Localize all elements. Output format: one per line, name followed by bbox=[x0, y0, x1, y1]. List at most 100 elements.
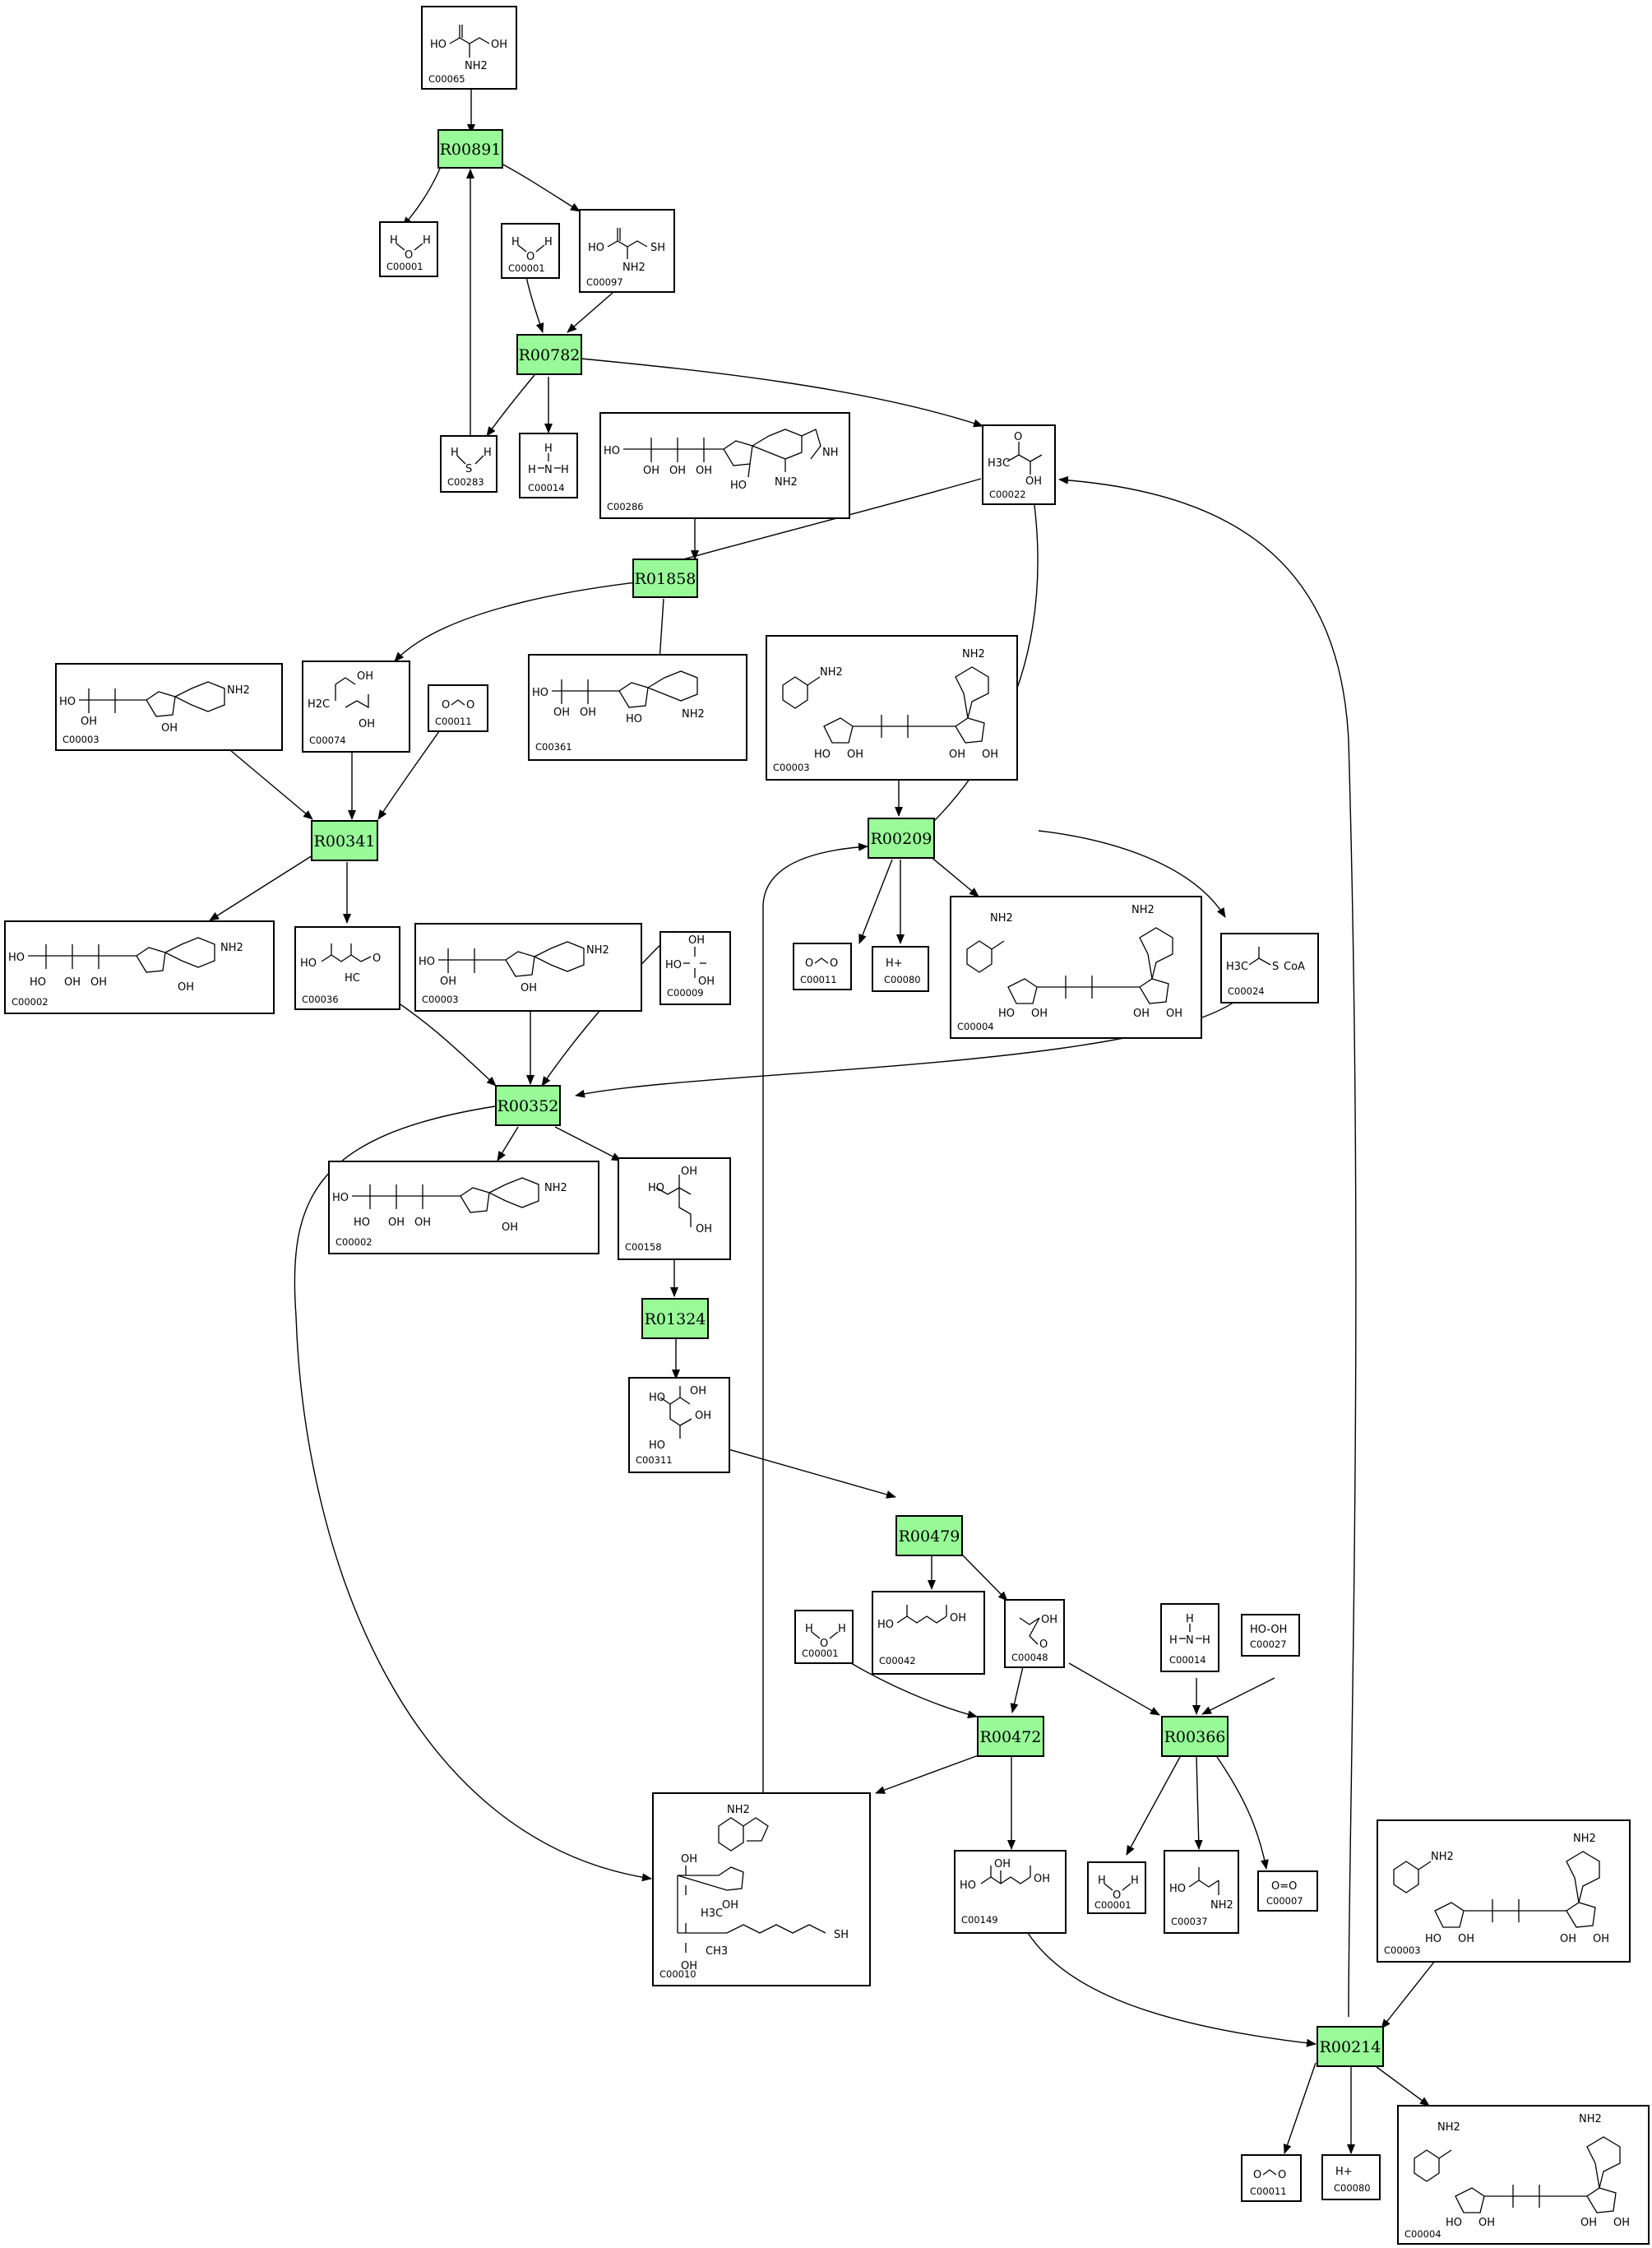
reaction-r00209[interactable]: R00209 bbox=[868, 818, 935, 859]
svg-text:OH: OH bbox=[982, 749, 998, 761]
compound-c00042[interactable]: HO OH C00042 bbox=[872, 1591, 985, 1675]
reaction-r00366[interactable]: R00366 bbox=[1161, 1716, 1229, 1757]
edge bbox=[1058, 475, 1357, 2018]
svg-text:HO: HO bbox=[59, 696, 76, 708]
reaction-r00472[interactable]: R00472 bbox=[977, 1716, 1044, 1757]
compound-c00022[interactable]: H3C OH O C00022 bbox=[982, 424, 1056, 505]
compound-c00011[interactable]: O O C00011 bbox=[1241, 2154, 1302, 2202]
svg-text:H: H bbox=[561, 464, 569, 476]
compound-c00011[interactable]: O O C00011 bbox=[428, 684, 488, 732]
svg-text:C00048: C00048 bbox=[1011, 1652, 1048, 1663]
reaction-r00214[interactable]: R00214 bbox=[1317, 2026, 1384, 2067]
compound-c00286[interactable]: HO OH OH OH HO NH2 NH C00286 bbox=[599, 412, 850, 519]
svg-text:OH: OH bbox=[950, 1612, 966, 1625]
compound-c00311[interactable]: HO OH OH HO C00311 bbox=[628, 1377, 730, 1473]
compound-c00048[interactable]: OH O C00048 bbox=[1004, 1599, 1065, 1668]
compound-c00361[interactable]: HO OH OH NH2 HO C00361 bbox=[528, 654, 747, 761]
compound-c00003[interactable]: HO OH NH2 OH C00003 bbox=[414, 923, 642, 1012]
compound-c00009[interactable]: HO OH OH C00009 bbox=[659, 931, 731, 1005]
compound-c00027[interactable]: HO-OH C00027 bbox=[1241, 1614, 1300, 1657]
svg-text:OH: OH bbox=[1041, 1614, 1057, 1626]
edge bbox=[567, 292, 613, 333]
compound-c00003[interactable]: HO OH NH2 OH C00003 bbox=[55, 663, 283, 751]
svg-text:OH: OH bbox=[1458, 1933, 1474, 1945]
compound-c00024[interactable]: H3C S CoA C00024 bbox=[1220, 933, 1319, 1003]
svg-text:NH2: NH2 bbox=[544, 1182, 567, 1194]
compound-c00158[interactable]: HO OH OH C00158 bbox=[618, 1157, 731, 1260]
compound-c00010[interactable]: NH2 OH OH H3C CH3 OH SH C00010 bbox=[652, 1792, 871, 1986]
compound-c00036[interactable]: HO HC O C00036 bbox=[294, 926, 400, 1010]
compound-c00001[interactable]: H O H C00001 bbox=[794, 1610, 854, 1664]
reaction-r01858[interactable]: R01858 bbox=[632, 559, 698, 598]
svg-text:OH: OH bbox=[1034, 1873, 1050, 1885]
structure-water: H O H bbox=[511, 236, 553, 263]
compound-c00080[interactable]: H+ C00080 bbox=[872, 946, 929, 992]
svg-text:O: O bbox=[1278, 2169, 1286, 2181]
svg-text:C00010: C00010 bbox=[659, 1968, 696, 1980]
svg-text:NH2: NH2 bbox=[220, 942, 243, 954]
compound-c00080[interactable]: H+ C00080 bbox=[1321, 2154, 1381, 2200]
reaction-r00891[interactable]: R00891 bbox=[437, 129, 503, 169]
reaction-r00341[interactable]: R00341 bbox=[311, 820, 378, 861]
svg-text:HO: HO bbox=[354, 1217, 370, 1229]
svg-text:HO: HO bbox=[998, 1008, 1015, 1020]
svg-text:C00009: C00009 bbox=[667, 987, 704, 999]
edge bbox=[928, 855, 979, 897]
svg-text:OH: OH bbox=[491, 39, 507, 51]
svg-text:C00027: C00027 bbox=[1250, 1638, 1287, 1650]
compound-c00097[interactable]: HO SH NH2 C00097 bbox=[579, 209, 675, 293]
compound-c00007[interactable]: O=O C00007 bbox=[1257, 1870, 1318, 1912]
compound-c00001[interactable]: H O H C00001 bbox=[501, 223, 560, 279]
edge bbox=[524, 269, 544, 333]
svg-text:R00891: R00891 bbox=[440, 141, 502, 159]
compound-c00074[interactable]: OH H2C OH C00074 bbox=[302, 660, 410, 753]
edge bbox=[1010, 1662, 1025, 1713]
svg-text:OH: OH bbox=[643, 465, 659, 477]
compound-c00037[interactable]: HO NH2 C00037 bbox=[1164, 1850, 1239, 1934]
reaction-r00782[interactable]: R00782 bbox=[516, 334, 582, 375]
svg-text:H3C: H3C bbox=[701, 1907, 723, 1920]
compound-c00014[interactable]: H N H H C00014 bbox=[1160, 1603, 1219, 1672]
svg-text:H+: H+ bbox=[1335, 2166, 1353, 2178]
svg-text:R00341: R00341 bbox=[314, 832, 376, 851]
svg-text:C00003: C00003 bbox=[773, 762, 810, 773]
svg-text:OH: OH bbox=[359, 718, 375, 730]
edge bbox=[762, 842, 868, 906]
svg-text:NH: NH bbox=[822, 447, 839, 459]
svg-text:HO: HO bbox=[332, 1192, 349, 1204]
edge bbox=[497, 1126, 519, 1161]
compound-c00003[interactable]: NH2 NH2 HO OH OH OH C00003 bbox=[1377, 1819, 1631, 1963]
edge bbox=[294, 1105, 652, 1882]
structure-hydrogen-sulfide: H S H bbox=[451, 447, 492, 475]
compound-c00011[interactable]: O O C00011 bbox=[793, 943, 852, 990]
svg-text:C00074: C00074 bbox=[309, 735, 346, 746]
compound-c00014[interactable]: H N H H C00014 bbox=[519, 433, 578, 498]
compound-c00001[interactable]: H O H C00001 bbox=[1087, 1861, 1146, 1914]
reaction-r00479[interactable]: R00479 bbox=[895, 1515, 963, 1556]
compound-c00065[interactable]: HO OH NH2 C00065 bbox=[421, 6, 517, 90]
svg-text:HO: HO bbox=[960, 1880, 976, 1892]
svg-text:N: N bbox=[1186, 1634, 1194, 1647]
svg-text:R01324: R01324 bbox=[645, 1310, 706, 1328]
svg-text:HO: HO bbox=[1425, 1933, 1441, 1945]
compound-c00003[interactable]: NH2 NH2 HO OH OH OH C00003 bbox=[766, 635, 1018, 781]
reaction-r00352[interactable]: R00352 bbox=[495, 1085, 561, 1126]
structure-proton: H+ bbox=[1335, 2166, 1353, 2178]
reaction-r01324[interactable]: R01324 bbox=[641, 1298, 709, 1339]
svg-text:O: O bbox=[442, 699, 450, 711]
compound-c00002[interactable]: HO HO OH OH NH2 OH C00002 bbox=[4, 920, 275, 1014]
compound-c00004[interactable]: NH2 NH2 HO OH OH OH C00004 bbox=[950, 896, 1202, 1039]
compound-c00002[interactable]: HO HO OH OH NH2 OH C00002 bbox=[328, 1161, 599, 1254]
svg-text:C00002: C00002 bbox=[12, 996, 49, 1008]
svg-text:C00014: C00014 bbox=[1169, 1654, 1206, 1666]
svg-text:OH: OH bbox=[1613, 2217, 1630, 2229]
svg-text:HO: HO bbox=[730, 480, 747, 492]
compound-c00283[interactable]: H S H C00283 bbox=[440, 435, 497, 493]
svg-text:HO: HO bbox=[8, 952, 25, 964]
compound-c00004[interactable]: NH2 NH2 HO OH OH OH C00004 bbox=[1397, 2105, 1650, 2245]
compound-c00001[interactable]: H O H C00001 bbox=[379, 221, 438, 277]
compound-c00149[interactable]: HO OH OH C00149 bbox=[954, 1850, 1067, 1934]
structure-succinate: HO OH bbox=[877, 1605, 966, 1631]
svg-text:NH2: NH2 bbox=[1573, 1833, 1596, 1845]
svg-text:SH: SH bbox=[834, 1929, 849, 1941]
